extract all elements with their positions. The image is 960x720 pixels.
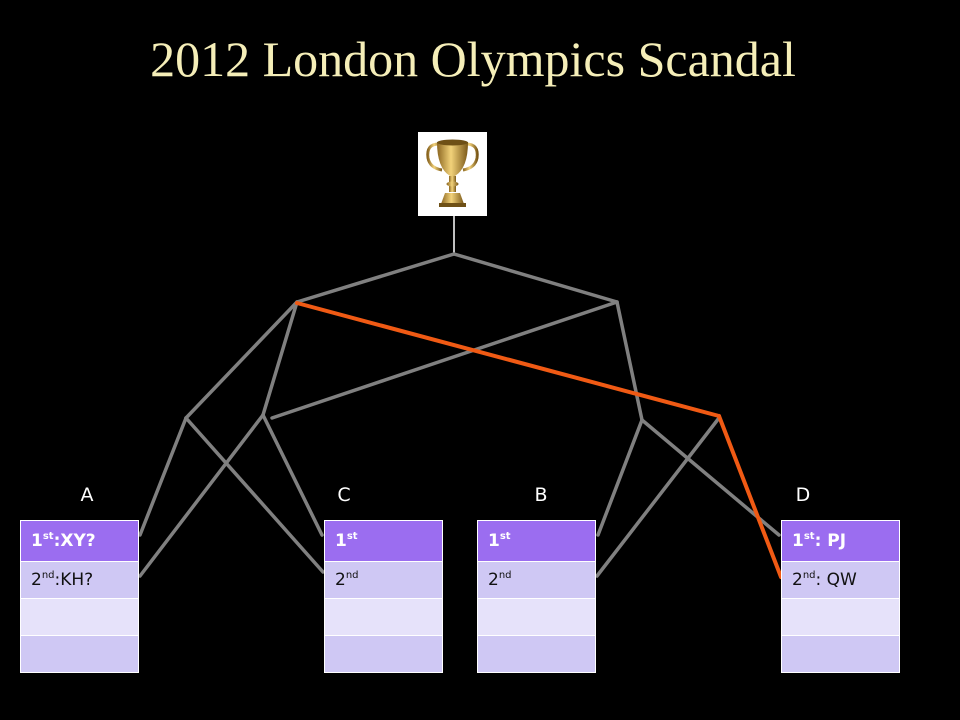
group-d-label: D: [795, 484, 811, 506]
group-c-empty-row: [325, 635, 442, 672]
bracket-line-qf-c1: [261, 413, 324, 537]
group-c-label: C: [337, 484, 351, 506]
bracket-line-highlight-path-1: [295, 301, 721, 418]
group-a-empty-row: [21, 598, 138, 635]
bracket-line-qf-b1: [596, 418, 644, 537]
group-b-first-place: 1st: [478, 521, 595, 561]
bracket-line-semi-right-inner: [270, 300, 619, 420]
trophy-icon: [426, 139, 479, 207]
group-c-empty-row: [325, 598, 442, 635]
group-a-label: A: [80, 484, 94, 506]
bracket-line-semi-left-cross: [184, 300, 299, 420]
bracket-line-semi-left-inner: [261, 300, 299, 417]
group-c-second-place: 2nd: [325, 561, 442, 598]
group-a-second-place: 2nd:KH?: [21, 561, 138, 598]
group-a-first-place: 1st:XY?: [21, 521, 138, 561]
group-b-second-place: 2nd: [478, 561, 595, 598]
bracket-line-qf-c2: [138, 413, 265, 578]
trophy-image: [418, 132, 487, 216]
bracket-line-semi-right-cross: [615, 300, 644, 422]
bracket-line-qf-d1: [595, 416, 721, 578]
group-a-empty-row: [21, 635, 138, 672]
group-b-label: B: [534, 484, 548, 506]
bracket-line-final-left: [295, 252, 456, 304]
group-b-table: 1st 2nd: [477, 520, 596, 673]
group-b-empty-row: [478, 598, 595, 635]
group-c-table: 1st 2nd: [324, 520, 443, 673]
group-b-empty-row: [478, 635, 595, 672]
slide-title: 2012 London Olympics Scandal: [150, 31, 796, 87]
group-d-empty-row: [782, 598, 899, 635]
group-d-first-place: 1st: PJ: [782, 521, 899, 561]
bracket-line-qf-a2: [184, 416, 325, 574]
group-a-table: 1st:XY? 2nd:KH?: [20, 520, 139, 673]
group-d-empty-row: [782, 635, 899, 672]
bracket-line-highlight-path-2: [717, 414, 783, 579]
bracket-line-final-right: [452, 252, 619, 304]
group-d-second-place: 2nd: QW: [782, 561, 899, 598]
group-d-table: 1st: PJ 2nd: QW: [781, 520, 900, 673]
group-c-first-place: 1st: [325, 521, 442, 561]
bracket-line-qf-a1: [138, 416, 188, 537]
